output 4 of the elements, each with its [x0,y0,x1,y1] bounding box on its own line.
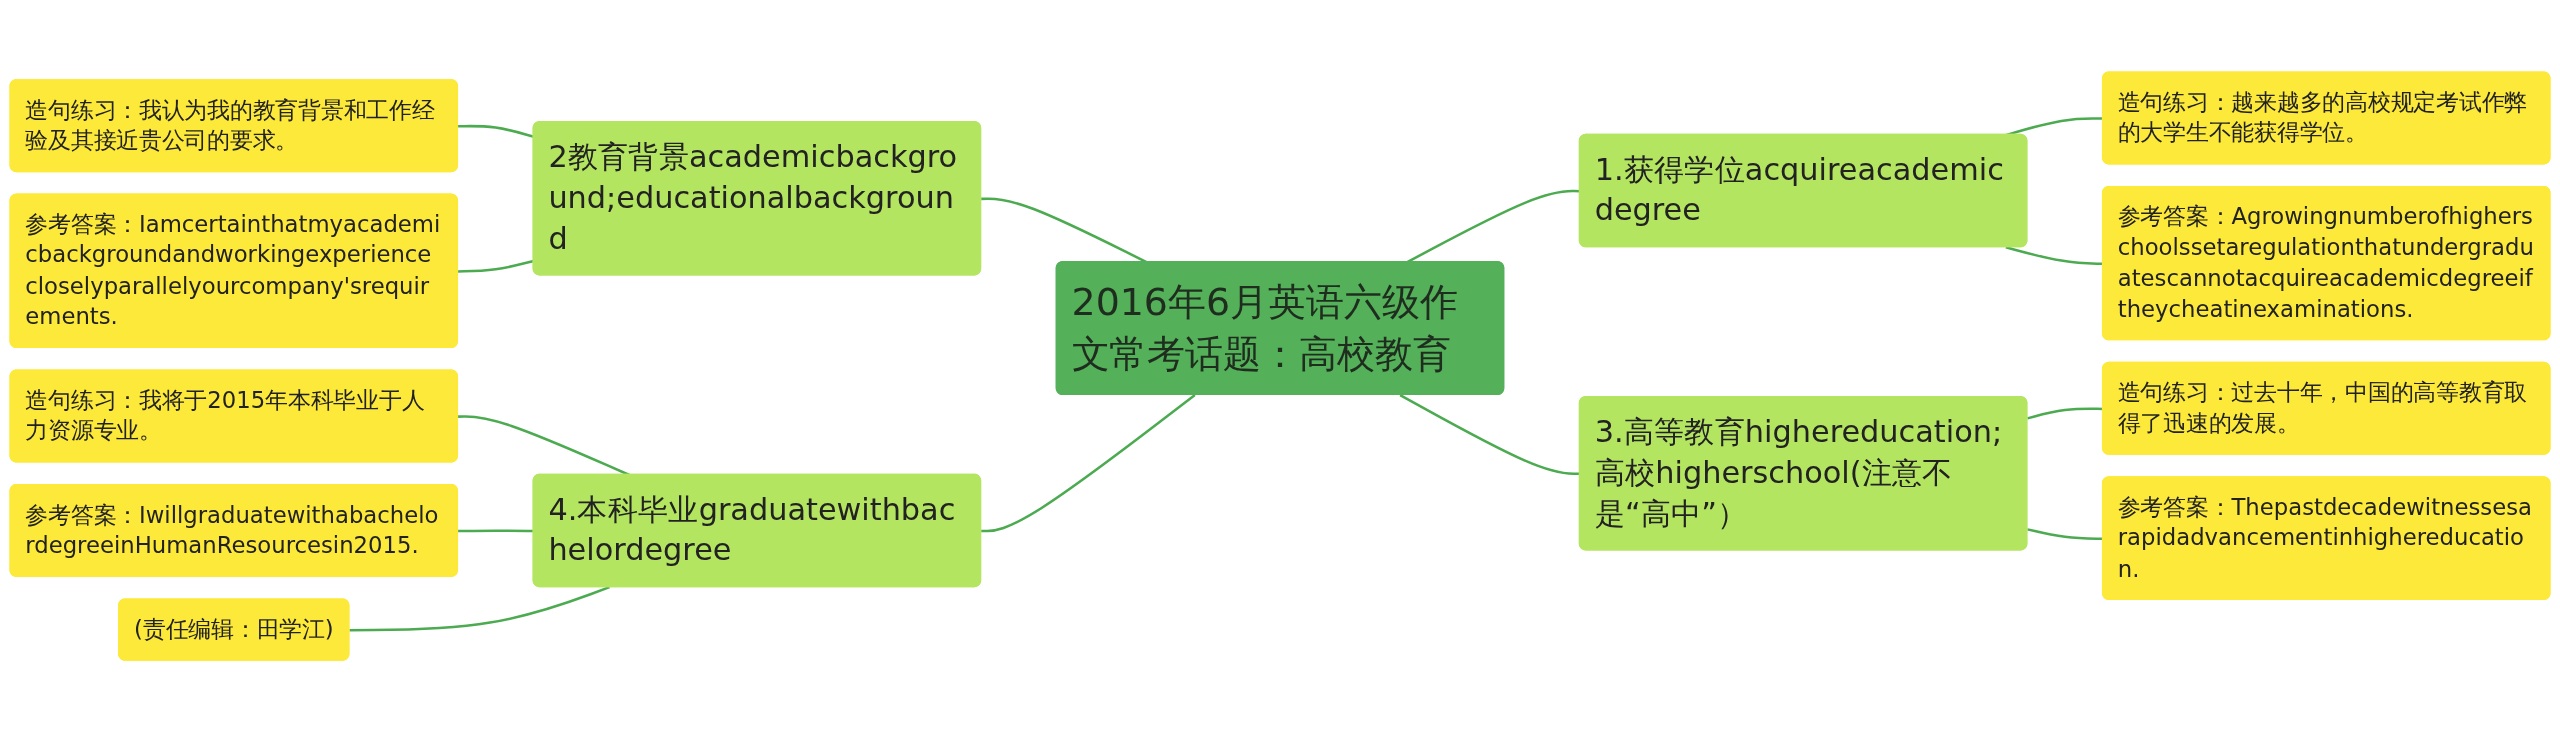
connector [981,394,1196,533]
connector [458,529,534,533]
connector [981,197,1148,264]
connector [349,586,610,632]
